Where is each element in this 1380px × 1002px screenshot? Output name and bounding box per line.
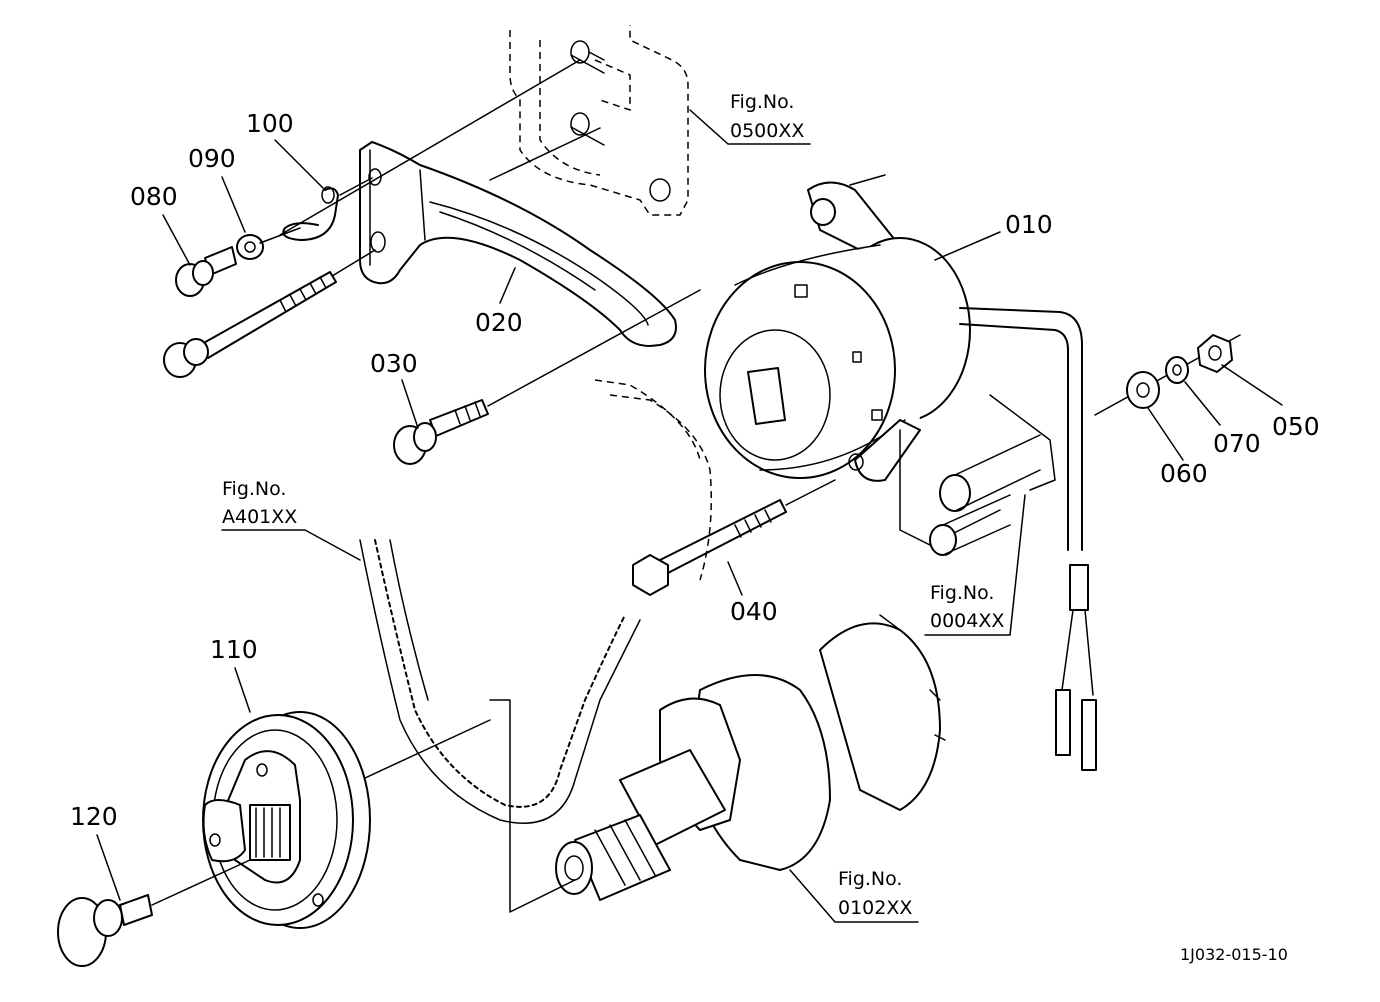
- timing-belt: [359, 379, 712, 824]
- leader-lines: [96, 109, 1283, 923]
- alternator-bracket: [359, 141, 677, 347]
- figure-ref-0102-number: 0102XX: [838, 897, 912, 919]
- figure-ref-0004-title: Fig.No.: [930, 582, 994, 604]
- drawing-code: 1J032-015-10: [1180, 945, 1288, 964]
- part-label-070: 070: [1213, 429, 1261, 458]
- bolt-080: [175, 246, 237, 297]
- alignment-line: [785, 479, 836, 506]
- alignment-line: [279, 59, 581, 236]
- alignment-line: [489, 127, 601, 181]
- washer-090: [236, 234, 264, 260]
- alignment-line: [259, 227, 301, 244]
- figure-ref-0500-title: Fig.No.: [730, 91, 794, 113]
- spring-washer-070: [1165, 356, 1189, 384]
- engine-housing-reference: [899, 394, 1056, 556]
- alignment-line: [339, 177, 373, 196]
- part-label-040: 040: [730, 597, 778, 626]
- part-label-090: 090: [188, 144, 236, 173]
- bolt-120: [57, 894, 153, 967]
- washer-060: [1126, 371, 1160, 409]
- bolt-030: [393, 399, 489, 465]
- part-label-030: 030: [370, 349, 418, 378]
- alternator: [704, 174, 971, 482]
- crank-pulley: [202, 711, 371, 929]
- adjusting-bolt: [163, 271, 337, 378]
- part-label-100: 100: [246, 109, 294, 138]
- alignment-line: [151, 859, 251, 906]
- figure-ref-A401-title: Fig.No.: [222, 478, 286, 500]
- alignment-line: [487, 289, 701, 407]
- engine-block-reference: [509, 25, 689, 216]
- figure-ref-0102-title: Fig.No.: [838, 868, 902, 890]
- part-label-120: 120: [70, 802, 118, 831]
- alignment-line: [364, 719, 491, 779]
- wire-harness: [959, 307, 1097, 771]
- part-label-050: 050: [1272, 412, 1320, 441]
- alignment-line: [489, 699, 576, 913]
- part-label-010: 010: [1005, 210, 1053, 239]
- part-label-080: 080: [130, 182, 178, 211]
- part-label-110: 110: [210, 635, 258, 664]
- part-label-060: 060: [1160, 459, 1208, 488]
- figure-ref-A401-number: A401XX: [222, 506, 297, 528]
- clip-100: [282, 186, 339, 241]
- bolt-040: [632, 499, 787, 596]
- crankshaft: [555, 614, 946, 901]
- figure-ref-0500-number: 0500XX: [730, 120, 804, 142]
- part-label-020: 020: [475, 308, 523, 337]
- nut-050: [1197, 334, 1233, 373]
- figure-ref-0004-number: 0004XX: [930, 610, 1004, 632]
